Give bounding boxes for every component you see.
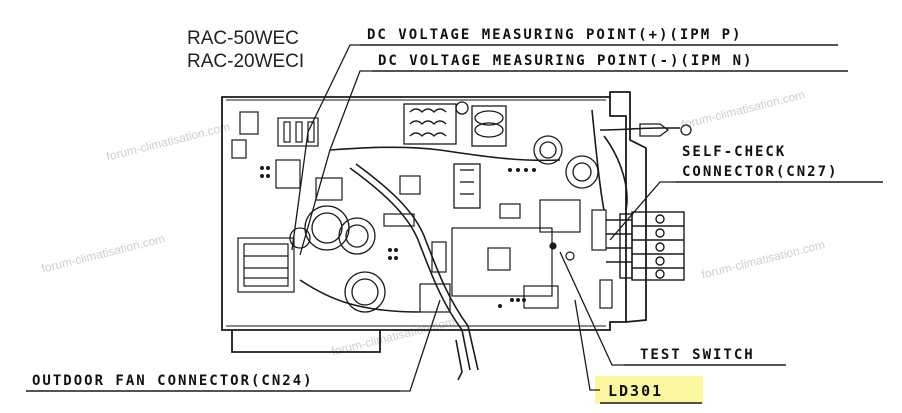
inductors (403, 101, 507, 209)
dc-plus-label: DC VOLTAGE MEASURING POINT(+)(IPM P) (367, 27, 743, 43)
fan-connector-label: OUTDOOR FAN CONNECTOR(CN24) (32, 373, 314, 389)
terminal-block (606, 211, 685, 281)
cables (299, 109, 680, 381)
wire-lug (639, 123, 692, 137)
dc-minus-label: DC VOLTAGE MEASURING POINT(-)(IPM N) (378, 53, 754, 69)
control-ics (383, 175, 613, 313)
board-outline (221, 91, 647, 353)
model-name-2: RAC-20WECI (187, 51, 305, 72)
model-name-1: RAC-50WEC (187, 28, 299, 49)
self-check-connector-label: CONNECTOR(CN27) (682, 164, 839, 180)
self-check-label: SELF-CHECK (682, 144, 787, 160)
ld301-label: LD301 (608, 382, 664, 400)
label-underlines (26, 44, 883, 404)
pin-headers (260, 166, 536, 308)
left-connectors (231, 111, 343, 293)
test-switch-label: TEST SWITCH (640, 347, 755, 363)
ld301-highlight (595, 376, 703, 404)
